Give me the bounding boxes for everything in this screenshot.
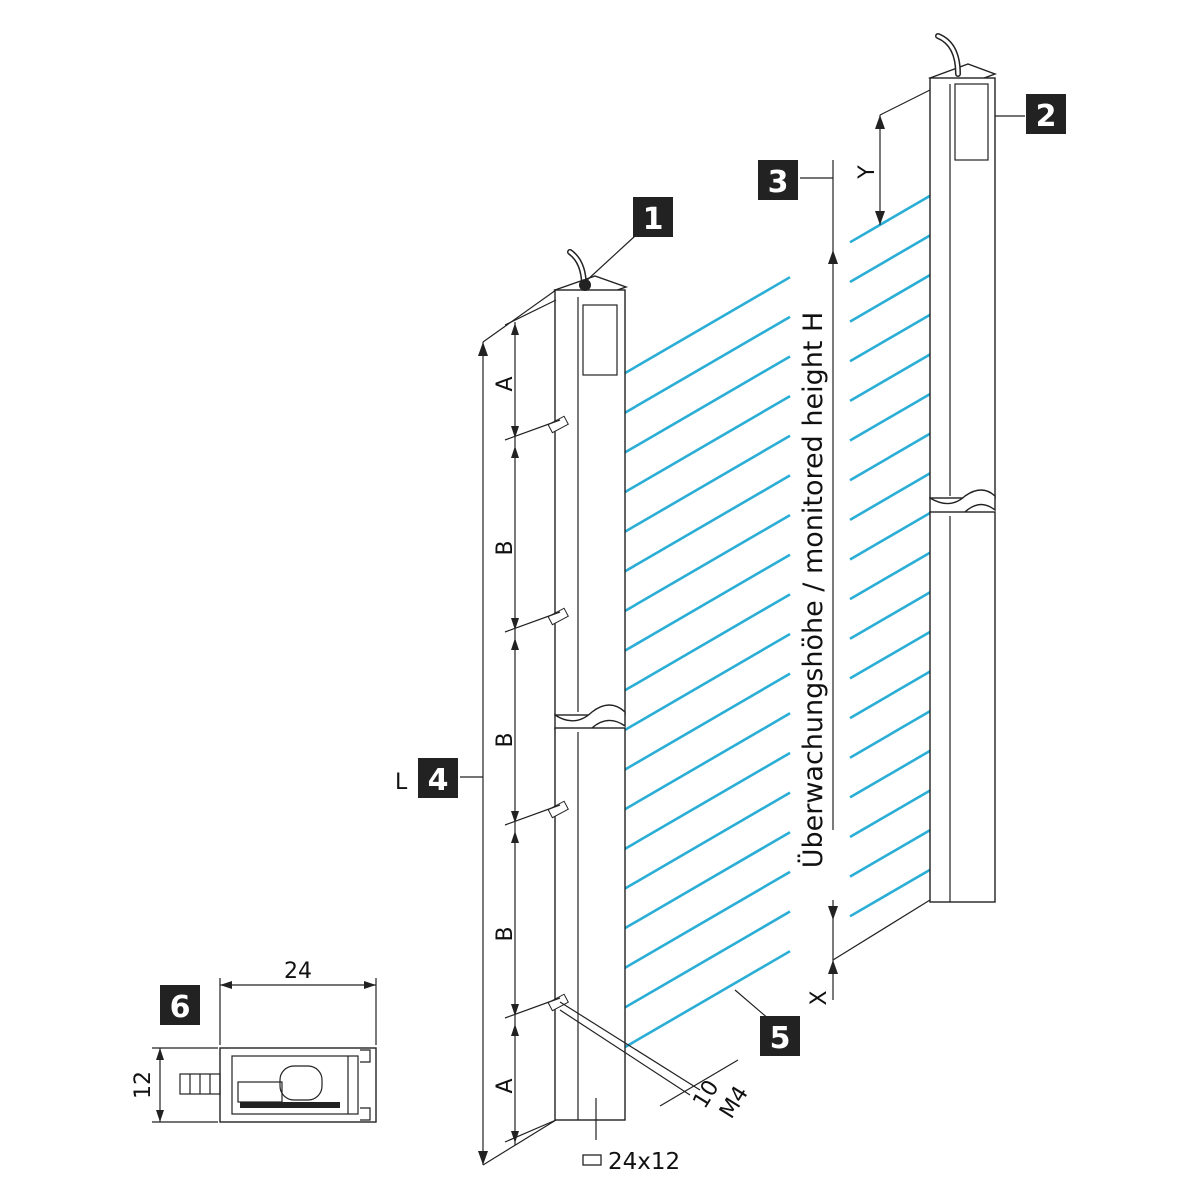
profile-cross-section [152, 978, 377, 1123]
svg-text:4: 4 [428, 763, 449, 798]
label-X: X [807, 990, 832, 1005]
beam [619, 553, 791, 655]
beam [619, 513, 791, 616]
beam [619, 315, 791, 417]
beam [619, 395, 791, 497]
beam [849, 426, 941, 482]
beam [849, 783, 941, 839]
callout-6: 6 [160, 985, 200, 1025]
svg-text:3: 3 [768, 165, 789, 200]
callout-2: 2 [1026, 94, 1066, 134]
label-B-2: B [493, 732, 518, 747]
beam [619, 434, 791, 536]
callout-1: 1 [633, 197, 673, 237]
label-A-bottom: A [493, 1078, 518, 1093]
svg-text:6: 6 [170, 990, 191, 1025]
light-beams [619, 188, 941, 1052]
beam [619, 791, 791, 893]
beam [619, 910, 791, 1012]
label-L: L [395, 770, 408, 795]
beam [619, 712, 791, 814]
dimension-lines [460, 89, 1025, 1166]
beam [849, 387, 941, 442]
receiver-column [927, 33, 998, 903]
beam [619, 355, 791, 457]
mounting-bolt-2 [547, 607, 569, 626]
beam [849, 268, 941, 323]
beam [849, 307, 941, 363]
beam [619, 950, 791, 1052]
svg-text:1: 1 [643, 202, 664, 237]
beam [849, 545, 941, 601]
callout-3: 3 [758, 160, 798, 200]
beam [619, 474, 791, 576]
beam [849, 585, 941, 640]
beam [619, 672, 791, 774]
mounting-bolt-3 [547, 800, 569, 819]
beam [619, 632, 791, 734]
beam [849, 743, 941, 799]
label-Y: Y [855, 165, 880, 180]
beam [849, 704, 941, 759]
beam [619, 751, 791, 853]
label-B-1: B [493, 540, 518, 555]
beam [849, 664, 941, 720]
beam [849, 624, 941, 680]
mounting-bolt-4 [547, 993, 569, 1012]
beam [619, 276, 791, 378]
beam [849, 506, 941, 561]
beam [619, 831, 791, 933]
beam [849, 188, 941, 244]
label-monitored-height: Überwachungshöhe / monitored height H [797, 312, 829, 869]
label-B-3: B [493, 926, 518, 941]
beam [849, 862, 941, 918]
mounting-bolt-1 [547, 415, 569, 434]
callout-4: 4 [418, 758, 458, 798]
beam [849, 823, 941, 878]
label-width-24: 24 [284, 959, 312, 984]
beam [849, 347, 941, 403]
svg-text:2: 2 [1036, 99, 1057, 134]
label-A-top: A [493, 376, 518, 391]
beam [619, 870, 791, 972]
beam [619, 593, 791, 695]
callout-5: 5 [760, 1016, 800, 1056]
beam [849, 228, 941, 284]
profile-symbol-icon [582, 1154, 602, 1166]
label-profile: 24x12 [608, 1149, 680, 1175]
beam [849, 466, 941, 521]
svg-text:5: 5 [770, 1021, 791, 1056]
label-height-12: 12 [131, 1071, 156, 1099]
emitter-column [547, 249, 629, 1140]
